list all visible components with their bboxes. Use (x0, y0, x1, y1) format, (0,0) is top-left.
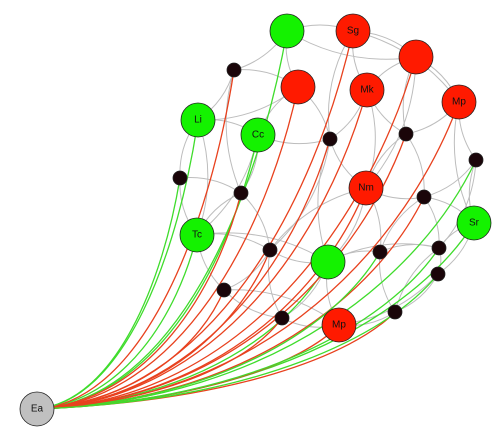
node-Tc: Tc (179, 217, 215, 253)
node-circle-Mp_top (441, 84, 477, 120)
edge-Ea-d2 (36, 177, 181, 410)
edge-d5-d8 (423, 159, 477, 198)
edge-Ea-top_red (36, 56, 417, 410)
node-circle-Li (180, 102, 216, 138)
node-circle-d9 (372, 244, 388, 260)
node-Nm: Nm (348, 170, 384, 206)
node-d3 (322, 131, 338, 147)
edge-d6-d7 (240, 192, 271, 251)
node-circle-d7 (262, 242, 278, 258)
node-top_green (269, 13, 305, 49)
edge-d12-d13 (394, 247, 440, 313)
node-d2 (172, 170, 188, 186)
node-Ea: Ea (19, 391, 55, 427)
edge-Ea-d9 (36, 251, 381, 410)
node-label-Sr: Sr (469, 218, 480, 229)
node-circle-top_red (398, 39, 434, 75)
node-mid_red (280, 69, 316, 105)
node-d14 (430, 266, 446, 282)
node-circle-d1 (226, 62, 242, 78)
node-circle-Tc (179, 217, 215, 253)
node-circle-Sr (456, 205, 492, 241)
node-Sg: Sg (335, 13, 371, 49)
edge-d5-d12 (438, 159, 477, 249)
node-Cc: Cc (240, 117, 276, 153)
edge-d3-d7 (269, 138, 331, 251)
node-label-Cc: Cc (252, 130, 264, 141)
node-d10 (216, 282, 232, 298)
node-d1 (226, 62, 242, 78)
node-circle-Mp_bottom (321, 307, 357, 343)
edge-Ea-Tc (36, 234, 198, 410)
node-label-Sg: Sg (347, 26, 359, 37)
node-circle-center_green (310, 244, 346, 280)
node-label-Mk: Mk (360, 85, 374, 96)
node-circle-top_green (269, 13, 305, 49)
node-circle-Cc (240, 117, 276, 153)
edge-Ea-d10 (36, 289, 225, 410)
node-label-Mp_top: Mp (452, 97, 466, 108)
edge-d8-d12 (423, 196, 440, 249)
node-label-Tc: Tc (192, 230, 202, 241)
node-label-Li: Li (194, 115, 202, 126)
node-circle-d11 (274, 310, 290, 326)
node-circle-d3 (322, 131, 338, 147)
node-circle-d6 (233, 185, 249, 201)
node-circle-d13 (387, 304, 403, 320)
edge-Ea-Cc (36, 134, 259, 410)
node-d9 (372, 244, 388, 260)
node-top_red (398, 39, 434, 75)
node-circle-Nm (348, 170, 384, 206)
node-circle-Mk (349, 72, 385, 108)
node-d13 (387, 304, 403, 320)
node-d11 (274, 310, 290, 326)
node-Mk: Mk (349, 72, 385, 108)
edge-d4-d8 (405, 133, 425, 198)
node-d6 (233, 185, 249, 201)
node-d12 (431, 240, 447, 256)
edge-d1-d6 (225, 69, 242, 194)
node-Li: Li (180, 102, 216, 138)
node-Sr: Sr (456, 205, 492, 241)
node-circle-mid_red (280, 69, 316, 105)
node-d5 (468, 152, 484, 168)
node-circle-d8 (416, 189, 432, 205)
node-circle-d4 (398, 126, 414, 142)
edge-Ea-d12 (36, 247, 440, 410)
edge-Ea-mid_red (36, 86, 299, 410)
edge-Ea-d1 (36, 69, 235, 410)
node-circle-d2 (172, 170, 188, 186)
ea-edge-layer (36, 30, 477, 410)
node-d8 (416, 189, 432, 205)
node-Mp_top: Mp (441, 84, 477, 120)
edge-Ea-d14 (36, 273, 439, 410)
node-circle-d5 (468, 152, 484, 168)
node-circle-d10 (216, 282, 232, 298)
edge-Ea-d6 (36, 192, 242, 410)
node-circle-Ea (19, 391, 55, 427)
node-circle-Sg (335, 13, 371, 49)
node-label-Nm: Nm (358, 183, 374, 194)
edge-Ea-d7 (36, 249, 271, 410)
node-Mp_bottom: Mp (321, 307, 357, 343)
node-d4 (398, 126, 414, 142)
node-label-Mp_bottom: Mp (332, 320, 346, 331)
edge-Ea-d11 (36, 317, 283, 410)
node-center_green (310, 244, 346, 280)
node-label-Ea: Ea (31, 404, 44, 415)
edge-Ea-top_green (36, 30, 288, 410)
node-d7 (262, 242, 278, 258)
node-circle-d14 (430, 266, 446, 282)
node-circle-d12 (431, 240, 447, 256)
